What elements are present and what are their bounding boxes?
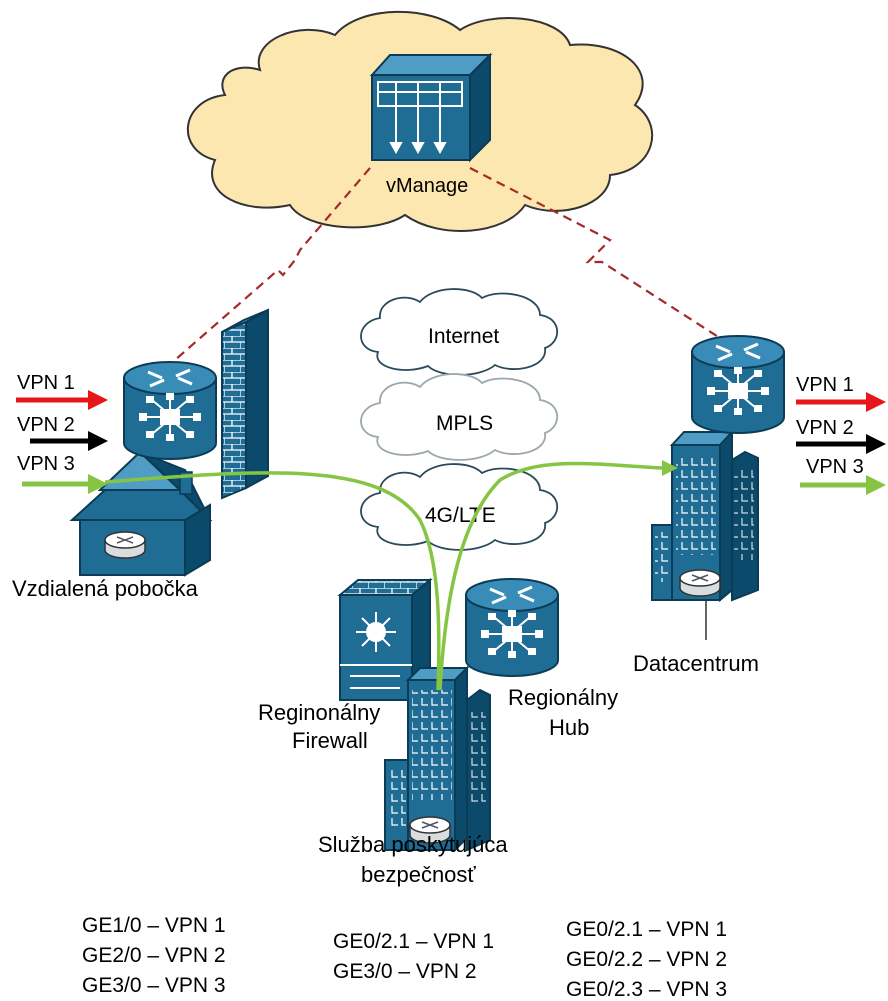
router-icon (464, 577, 560, 678)
mpls-cloud: MPLS (360, 373, 559, 461)
regional-firewall-label-line1: Reginonálny (258, 700, 380, 725)
regional-interface-1: GE0/2.1 – VPN 1 (333, 930, 494, 953)
arrow-right-icon (866, 392, 886, 412)
datacenter-vpn1-label: VPN 1 (796, 374, 854, 396)
datacenter-interfaces: GE0/2.1 – VPN 1 GE0/2.2 – VPN 2 GE0/2.3 … (566, 918, 727, 1001)
branch-interface-2: GE2/0 – VPN 2 (82, 944, 226, 967)
arrow-right-icon (88, 474, 108, 494)
branch-interfaces: GE1/0 – VPN 1 GE2/0 – VPN 2 GE3/0 – VPN … (82, 914, 226, 997)
vmanage-label: vManage (386, 175, 468, 197)
regional-hub-label-line2: Hub (549, 715, 589, 740)
branch-vpn3-label: VPN 3 (17, 453, 75, 475)
arrow-right-icon (88, 390, 108, 410)
regional-interfaces: GE0/2.1 – VPN 1 GE3/0 – VPN 2 (333, 930, 494, 983)
datacenter-vpn-arrows: VPN 1 VPN 2 VPN 3 (796, 374, 886, 495)
datacenter-interface-2: GE0/2.2 – VPN 2 (566, 948, 727, 971)
regional-site: Reginonálny Firewall Regionálny Hub Služ… (258, 577, 618, 887)
security-service-label-line1: Služba poskytujúca (318, 832, 508, 857)
branch-vpn-arrows: VPN 1 VPN 2 VPN 3 (16, 372, 108, 494)
datacenter-interface-1: GE0/2.1 – VPN 1 (566, 918, 727, 941)
building-icon (651, 429, 759, 640)
security-service-label-line2: bezpečnosť (361, 862, 476, 887)
datacenter-label: Datacentrum (633, 651, 759, 676)
vmanage-server-icon (369, 52, 493, 163)
router-icon (122, 360, 218, 461)
arrow-right-icon (866, 475, 886, 495)
control-link-datacenter (469, 167, 721, 339)
regional-hub-label-line1: Regionálny (508, 685, 618, 710)
vpn3-path (104, 460, 678, 691)
lte-cloud: 4G/LTE (360, 463, 559, 551)
vmanage-cloud: vManage (187, 10, 654, 232)
datacenter-interface-3: GE0/2.3 – VPN 3 (566, 978, 727, 1001)
branch-vpn1-label: VPN 1 (17, 372, 75, 394)
firewall-wall-icon (221, 308, 269, 500)
cloud-icon (360, 288, 559, 376)
cloud-icon (360, 373, 559, 461)
branch-vpn2-label: VPN 2 (17, 414, 75, 436)
control-links (174, 167, 721, 361)
mpls-label: MPLS (436, 412, 493, 435)
house-icon (69, 450, 213, 577)
arrow-right-icon (88, 431, 108, 451)
internet-label: Internet (428, 325, 499, 348)
branch-interface-1: GE1/0 – VPN 1 (82, 914, 226, 937)
datacenter-site: Datacentrum (633, 334, 786, 676)
control-link-branch (174, 167, 371, 361)
cloud-icon (360, 463, 559, 551)
arrow-right-icon (866, 434, 886, 454)
internet-cloud: Internet (360, 288, 559, 376)
router-icon (690, 334, 786, 435)
lte-label: 4G/LTE (425, 504, 496, 527)
branch-interface-3: GE3/0 – VPN 3 (82, 974, 226, 997)
datacenter-vpn2-label: VPN 2 (796, 417, 854, 439)
regional-interface-2: GE3/0 – VPN 2 (333, 960, 477, 983)
regional-firewall-label-line2: Firewall (292, 728, 368, 753)
branch-label: Vzdialená pobočka (12, 576, 199, 601)
datacenter-vpn3-label: VPN 3 (806, 456, 864, 478)
